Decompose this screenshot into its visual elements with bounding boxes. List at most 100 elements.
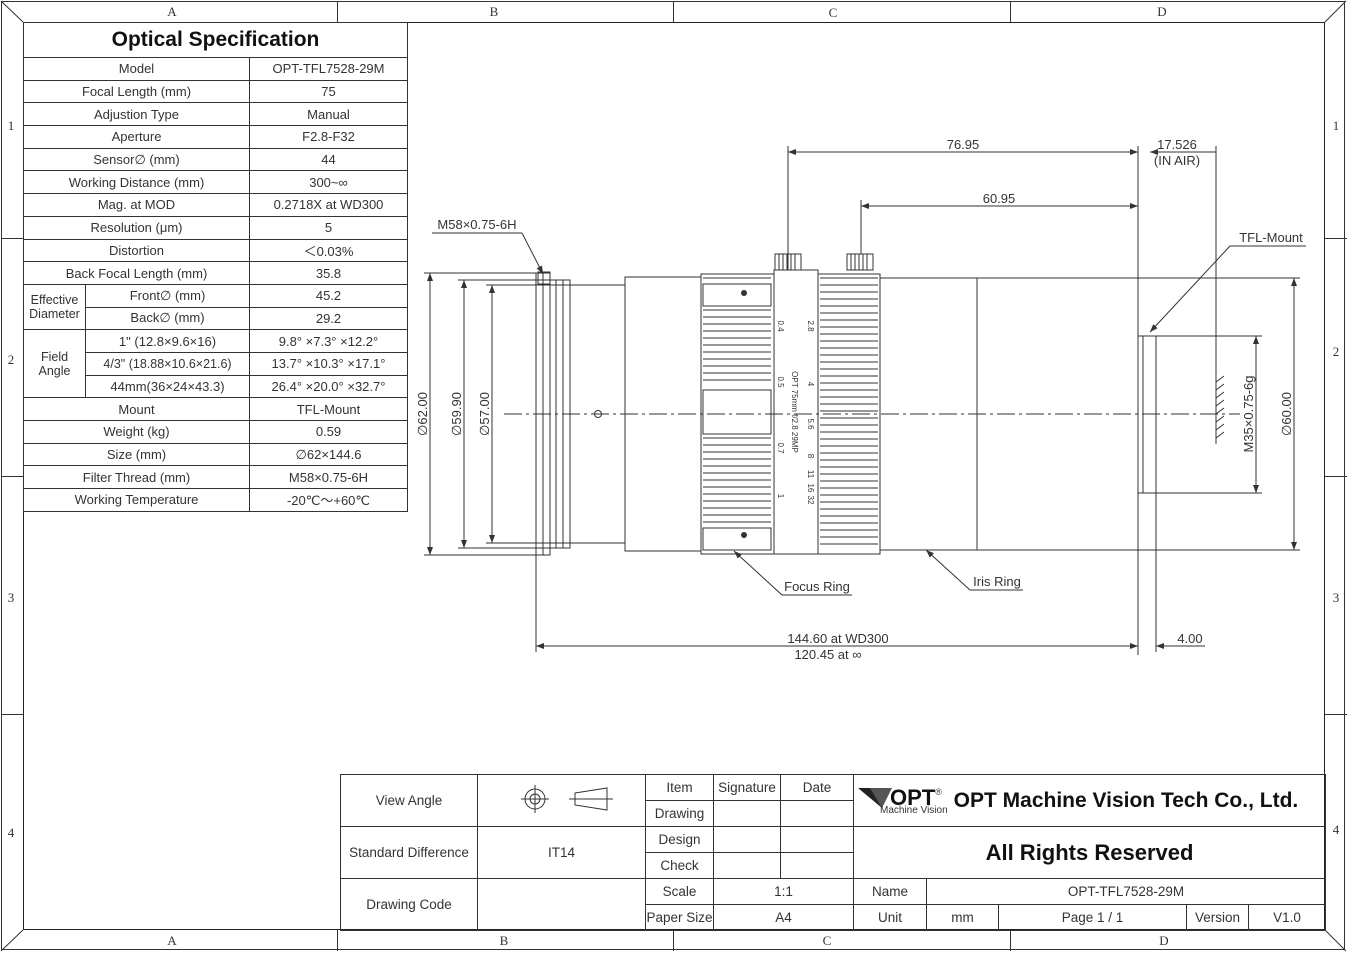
spec-title: Optical Specification [23, 22, 408, 58]
version-value: V1.0 [1248, 904, 1326, 931]
mount-leader [1149, 245, 1306, 333]
dim-label: 120.45 at ∞ [794, 647, 861, 662]
unit-value: mm [926, 904, 999, 931]
zone-divider [1325, 238, 1347, 239]
spec-label: Mount [23, 397, 250, 421]
rights-notice: All Rights Reserved [853, 826, 1326, 879]
spec-row: Working Temperature-20℃～+60℃ [23, 488, 408, 512]
zone-divider [1, 476, 23, 477]
spec-value: 13.7° ×10.3° ×17.1° [249, 351, 408, 376]
check-date [780, 852, 854, 879]
projection-symbol-icon [520, 785, 613, 813]
standard-difference-label: Standard Difference [340, 826, 478, 879]
zone-row-label: 1 [1332, 118, 1340, 133]
title-block: View Angle Item Signature Date [340, 774, 1326, 931]
spec-group-label: Effective Diameter [23, 283, 86, 331]
design-date [780, 826, 854, 853]
version-label: Version [1186, 904, 1249, 931]
drawing-row-label: Drawing [645, 800, 714, 827]
unit-label: Unit [853, 904, 927, 931]
spec-value: ∅62×144.6 [249, 442, 408, 467]
spec-value: 35.8 [249, 261, 408, 285]
page-number: Page 1 / 1 [998, 904, 1187, 931]
dim-label: (IN AIR) [1154, 153, 1200, 168]
spec-label: Working Distance (mm) [23, 170, 250, 195]
zone-divider [1010, 930, 1011, 951]
scale-value: 1:1 [713, 878, 854, 905]
spec-row: Distortion＜0.03% [23, 238, 408, 263]
spec-label: 44mm(36×24×43.3) [85, 374, 250, 399]
thread-label-front: M58×0.75-6H [437, 217, 516, 232]
spec-row: 44mm(36×24×43.3) 26.4° ×20.0° ×32.7° [24, 374, 408, 399]
zone-divider [1010, 1, 1011, 22]
opt-logo: OPT ® Machine Vision [858, 785, 948, 816]
opt-logo-icon [858, 788, 892, 808]
spec-value: ＜0.03% [249, 238, 408, 263]
spec-label: Adjustion Type [23, 102, 250, 127]
item-header: Item [645, 774, 714, 801]
dimension-overall-length [535, 493, 1205, 652]
registered-mark-icon: ® [935, 787, 942, 797]
zone-divider [337, 1, 338, 22]
ring-leaders [733, 549, 1023, 596]
svg-text:5.6: 5.6 [806, 418, 815, 430]
spec-label: Mag. at MOD [23, 193, 250, 217]
zone-col-label: D [1157, 4, 1167, 19]
iris-scale: 2.8 4 5.6 8 11 16 32 [806, 320, 815, 505]
dim-label: 17.526 [1157, 137, 1197, 152]
standard-difference-value: IT14 [477, 826, 646, 879]
spec-value: 45.2 [249, 283, 408, 308]
zone-col-label: C [822, 933, 832, 948]
svg-text:4: 4 [806, 382, 815, 387]
svg-text:1: 1 [776, 494, 785, 499]
zone-divider [673, 1, 674, 22]
spec-row: Size (mm)∅62×144.6 [23, 442, 408, 467]
zone-col-label: B [499, 933, 509, 948]
spec-value: -20℃～+60℃ [249, 488, 408, 512]
spec-value: 9.8° ×7.3° ×12.2° [249, 329, 408, 353]
iris-ring-label: Iris Ring [973, 574, 1021, 589]
check-row-label: Check [645, 852, 714, 879]
date-header: Date [780, 774, 854, 801]
iris-ring-grooves [820, 277, 878, 545]
thread-leader [432, 232, 544, 275]
spec-label: Working Temperature [23, 488, 250, 512]
spec-row: Back∅ (mm) 29.2 [24, 306, 408, 331]
zone-col-label: A [167, 933, 177, 948]
view-angle-label: View Angle [340, 774, 478, 827]
zone-divider [1, 238, 23, 239]
spec-row: Resolution (μm)5 [23, 215, 408, 240]
name-value: OPT-TFL7528-29M [926, 878, 1326, 905]
view-angle-symbol [477, 774, 646, 827]
zone-row-label: 2 [1332, 344, 1340, 359]
dia-label: ∅62.00 [415, 392, 430, 436]
spec-row: 4/3" (18.88×10.6×21.6) 13.7° ×10.3° ×17.… [24, 351, 408, 376]
zone-col-label: B [489, 4, 499, 19]
opt-logo-text: OPT [890, 785, 936, 810]
dim-label: 60.95 [983, 191, 1016, 206]
paper-size-value: A4 [713, 904, 854, 931]
zone-row-label: 4 [7, 825, 15, 840]
company-cell: OPT ® Machine Vision OPT Machine Vision … [853, 774, 1326, 827]
scale-label: Scale [645, 878, 714, 905]
opt-logo-subtext: Machine Vision [880, 805, 948, 816]
svg-text:2.8: 2.8 [806, 320, 815, 332]
dim-label: 4.00 [1177, 631, 1202, 646]
zone-row-label: 4 [1332, 822, 1340, 837]
diameter-dims-left [424, 272, 570, 556]
barrel-engraving: OPT 75mm f/2.8 29MP [790, 371, 799, 453]
zone-row-label: 3 [7, 590, 15, 605]
svg-text:0.4: 0.4 [776, 320, 785, 332]
dia-label: ∅57.00 [477, 392, 492, 436]
zone-divider [1325, 476, 1347, 477]
zone-row-label: 1 [7, 118, 15, 133]
dimension-60-95 [860, 200, 1138, 254]
zone-row-label: 3 [1332, 590, 1340, 605]
check-signature [713, 852, 781, 879]
svg-text:0.5: 0.5 [776, 376, 785, 388]
index-dot [741, 532, 747, 538]
thread-label-rear: M35×0.75-6g [1241, 376, 1256, 453]
